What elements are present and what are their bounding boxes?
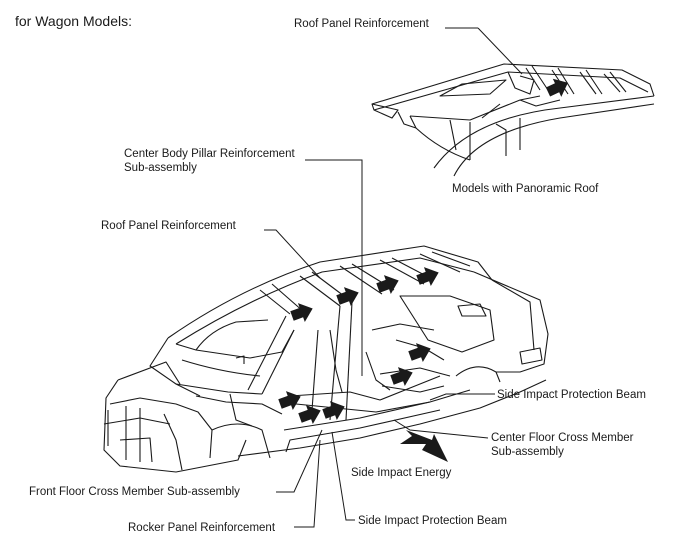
leader-roof-top [477,27,523,75]
arrow-icon [288,299,317,326]
page-heading: for Wagon Models: [15,13,132,29]
leader-rocker [294,439,321,528]
leader-center-pillar [305,159,363,376]
arrow-icon [374,271,403,298]
label-center-floor-line2: Sub-assembly [491,446,564,458]
label-center-pillar-line2: Sub-assembly [124,162,197,174]
label-side-impact-energy: Side Impact Energy [351,467,452,479]
arrow-icon [320,397,349,424]
panoramic-roof-arrow-icon [543,73,573,102]
leader-lines [264,159,495,528]
leader-front-floor [276,429,323,493]
vehicle-body-shell [103,245,549,473]
label-front-floor-cross-member: Front Floor Cross Member Sub-assembly [29,486,240,498]
label-panoramic-roof: Models with Panoramic Roof [452,183,599,195]
arrow-icon [388,363,417,390]
label-side-impact-beam-right: Side Impact Protection Beam [497,389,646,401]
leader-side-beam-bottom [331,431,355,521]
arrow-icon [276,387,305,414]
load-path-arrows [276,263,443,428]
impact-arrow-icon [400,430,448,462]
label-rocker-panel: Rocker Panel Reinforcement [128,522,276,534]
label-center-floor-line1: Center Floor Cross Member [491,432,634,444]
label-roof-reinforcement-top: Roof Panel Reinforcement [294,18,429,30]
label-side-impact-beam-bottom: Side Impact Protection Beam [358,515,507,527]
leader-roof-main [264,229,321,279]
arrow-icon [414,263,443,290]
label-center-pillar-line1: Center Body Pillar Reinforcement [124,148,295,160]
leader-center-floor [393,419,489,439]
label-roof-reinforcement-main: Roof Panel Reinforcement [101,220,236,232]
leader-side-beam-right [429,393,495,401]
arrow-icon [406,339,435,366]
panoramic-roof-illustration [371,63,655,177]
